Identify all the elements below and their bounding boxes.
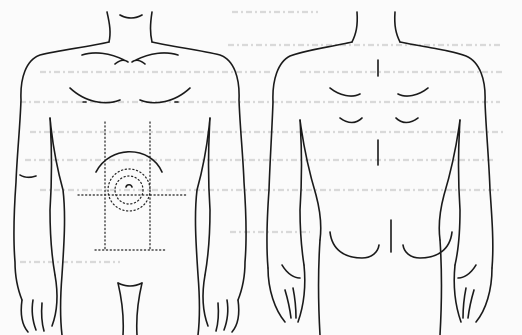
posterior-neck [352, 12, 357, 42]
posterior-right-hand [476, 268, 492, 322]
posterior-left-hand [268, 268, 285, 322]
posterior-buttocks [330, 232, 379, 258]
anterior-right-hand [232, 300, 239, 332]
posterior-left-arm [267, 42, 352, 268]
anterior-neck [151, 12, 153, 42]
anterior-clavicles [82, 53, 124, 60]
posterior-right-arm [400, 42, 493, 268]
anterior-body [14, 12, 246, 335]
bleed-through-text [20, 12, 505, 262]
anterior-neck [107, 12, 110, 42]
posterior-scapulae [330, 88, 360, 96]
anterior-right-arm [152, 42, 246, 300]
anterior-groin [118, 283, 123, 335]
posterior-torso-outline [300, 120, 321, 240]
anterior-pectorals [70, 88, 120, 103]
navel [126, 185, 132, 187]
posterior-legs [319, 240, 321, 335]
anterior-left-hand [21, 300, 28, 332]
posterior-body [267, 12, 493, 335]
